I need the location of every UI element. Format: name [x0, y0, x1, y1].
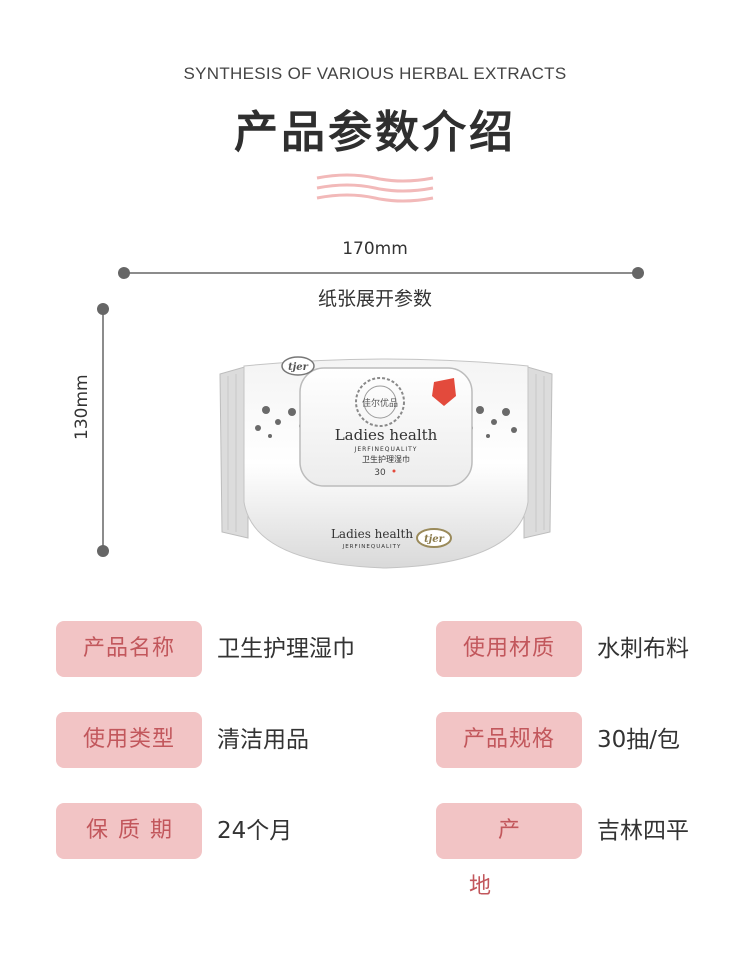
spec-value-origin: 吉林四平 [597, 818, 689, 844]
count-lid: 30 [374, 468, 386, 478]
emblem-text: 佳尔优品 [362, 397, 398, 409]
wipes-package-image: 佳尔优品 tjer Ladies health JERFINEQUALITY 卫… [219, 356, 553, 569]
spec-label-material: 使用材质 [436, 621, 582, 677]
spec-label-usage-type: 使用类型 [56, 712, 202, 768]
brand-logo-top: tjer [288, 362, 309, 373]
brand-name-lid: Ladies health [335, 426, 438, 444]
width-dimension-line [118, 267, 644, 279]
spec-label-shelf-life: 保质期 [56, 803, 202, 859]
wave-decoration [316, 173, 434, 203]
spec-value-specification: 30抽/包 [597, 727, 681, 753]
height-dimension-label: 130mm [72, 374, 92, 440]
height-dimension-line [97, 303, 109, 557]
brand-sub-lid: JERFINEQUALITY [354, 446, 418, 453]
product-name-lid: 卫生护理湿巾 [362, 454, 410, 464]
spec-value-shelf-life: 24个月 [217, 818, 293, 844]
paper-dimension-caption: 纸张展开参数 [317, 288, 432, 310]
spec-value-usage-type: 清洁用品 [217, 727, 309, 753]
spec-label-specification: 产品规格 [436, 712, 582, 768]
spec-value-material: 水刺布料 [597, 636, 689, 662]
brand-name-bottom: Ladies health [331, 527, 413, 541]
page-title: 产品参数介绍 [234, 107, 516, 158]
brand-sub-bottom: JERFINEQUALITY [342, 544, 402, 550]
section-subtitle: SYNTHESIS OF VARIOUS HERBAL EXTRACTS [183, 64, 567, 83]
spec-label-origin: 产地 [436, 803, 582, 899]
spec-value-product-name: 卫生护理湿巾 [217, 636, 355, 662]
brand-logo-bottom: tjer [424, 534, 445, 545]
width-dimension-label: 170mm [342, 239, 408, 259]
spec-label-product-name: 产品名称 [56, 621, 202, 677]
